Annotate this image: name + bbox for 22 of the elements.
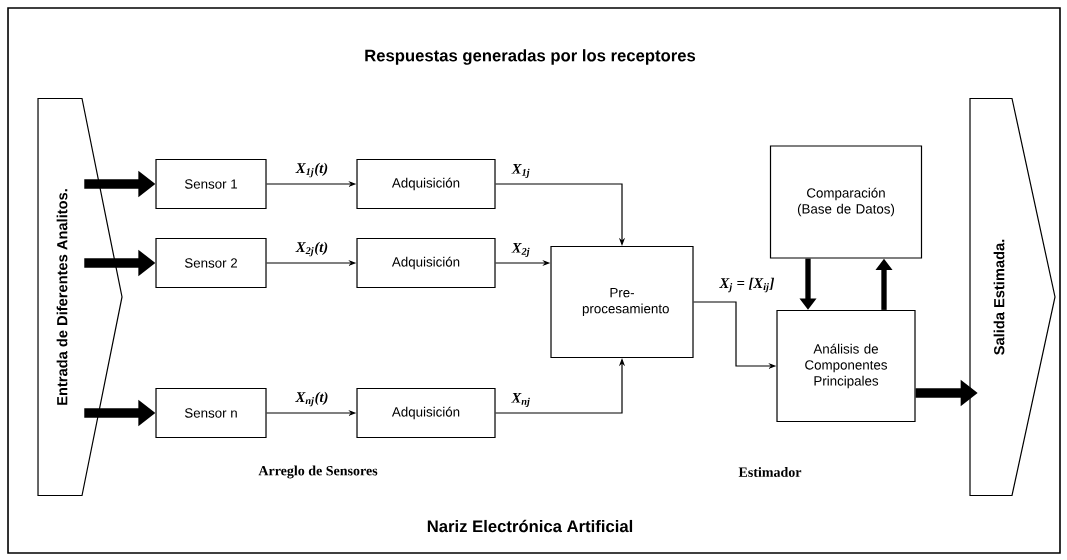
edge-label: X$_{2j}$ bbox=[510, 241, 532, 259]
group-label: Estimador bbox=[738, 467, 802, 477]
chevron-band: Salida Estimada. bbox=[969, 97, 1056, 497]
diagram-caption: Nariz Electrónica Artificial bbox=[427, 519, 633, 533]
process-box: Sensor 2 bbox=[155, 237, 267, 289]
edge-label: X$_{nj}$(t) bbox=[294, 390, 330, 408]
edge-label: X$_{nj}$ bbox=[510, 391, 532, 409]
process-box: Adquisición bbox=[356, 387, 496, 439]
process-box: Adquisición bbox=[356, 237, 496, 289]
diagram-title: Respuestas generadas por los receptores bbox=[365, 49, 696, 65]
edge-label: X$_{1j}$(t) bbox=[294, 161, 330, 179]
process-box: Sensor 1 bbox=[155, 158, 267, 210]
process-box: Pre- procesamiento bbox=[550, 245, 694, 359]
process-box: Adquisición bbox=[356, 158, 496, 210]
chevron-band: Entrada de Diferentes Analitos. bbox=[37, 97, 123, 497]
group-label: Arreglo de Sensores bbox=[258, 465, 378, 479]
process-box: Análisis de Componentes Principales bbox=[776, 309, 916, 423]
edge-label: X$_{1j}$ bbox=[510, 162, 532, 180]
process-box: Sensor n bbox=[155, 387, 267, 439]
process-box: Comparación (Base de Datos) bbox=[769, 145, 923, 259]
edge-label: X$_{j}$ = [X$_{ij}$] bbox=[718, 276, 776, 294]
edge-label: X$_{2j}$(t) bbox=[294, 240, 330, 258]
